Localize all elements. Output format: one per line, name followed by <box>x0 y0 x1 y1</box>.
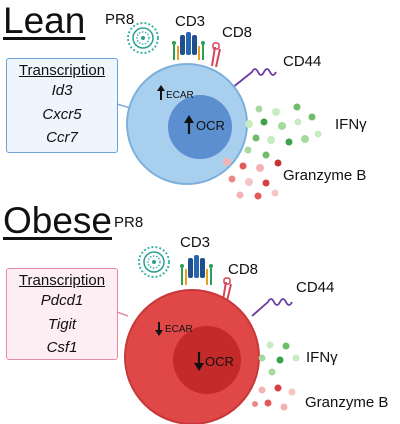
obese-cytokine-ifng-label: IFNγ <box>306 349 338 366</box>
obese-nucleus <box>173 326 241 394</box>
obese-box-connector <box>116 311 129 317</box>
obese-granzyme-dots <box>252 384 296 411</box>
obese-transcription-box: Transcription Pdcd1 Tigit Csf1 <box>6 268 118 360</box>
obese-gene-3: Csf1 <box>46 338 78 356</box>
lean-heading: Lean <box>3 0 86 41</box>
lean-gene-1: Id3 <box>51 82 73 100</box>
lean-granzyme-dots <box>223 158 282 200</box>
lean-cd8-label: CD8 <box>222 24 253 41</box>
obese-ocr-label: OCR <box>205 354 234 369</box>
obese-cd8-label: CD8 <box>228 261 259 278</box>
lean-virus-icon <box>127 22 159 54</box>
lean-cd44-label: CD44 <box>283 53 322 70</box>
lean-cd3-label: CD3 <box>175 13 206 30</box>
lean-virus-label: PR8 <box>105 11 135 28</box>
lean-ifng-dots <box>244 103 322 159</box>
obese-cd44-receptor <box>251 298 293 317</box>
lean-ocr-label: OCR <box>196 118 225 133</box>
lean-nucleus <box>168 95 232 159</box>
lean-box-connector <box>116 103 131 109</box>
lean-cd44-receptor <box>231 68 277 89</box>
obese-transcription-title: Transcription <box>18 272 106 289</box>
obese-gene-2: Tigit <box>47 315 77 333</box>
obese-ocr-arrow-down-icon <box>194 352 204 371</box>
lean-gene-3: Ccr7 <box>46 128 78 146</box>
obese-ecar-label: ECAR <box>165 324 193 335</box>
lean-ocr-arrow-up-icon <box>184 115 194 134</box>
lean-transcription-box: Transcription Id3 Cxcr5 Ccr7 <box>6 58 118 153</box>
obese-heading: Obese <box>3 200 113 241</box>
lean-ecar-arrow-up-icon <box>157 85 165 100</box>
obese-cd3-label: CD3 <box>180 234 211 251</box>
lean-gene-2: Cxcr5 <box>42 105 82 123</box>
obese-cd3-receptor <box>180 255 213 285</box>
lean-cytokine-granzyme-label: Granzyme B <box>283 167 367 184</box>
obese-cytokine-granzyme-label: Granzyme B <box>305 394 389 411</box>
obese-ecar-arrow-down-icon <box>155 322 163 336</box>
lean-cd3-receptor <box>172 32 205 60</box>
obese-cd44-label: CD44 <box>296 279 335 296</box>
lean-cd8-receptor <box>211 42 221 68</box>
obese-ifng-dots <box>258 341 300 376</box>
lean-ecar-label: ECAR <box>166 90 194 101</box>
lean-transcription-title: Transcription <box>18 62 106 79</box>
obese-virus-icon <box>138 246 170 278</box>
obese-gene-1: Pdcd1 <box>40 292 84 310</box>
lean-cytokine-ifng-label: IFNγ <box>335 116 367 133</box>
obese-virus-label: PR8 <box>114 214 144 231</box>
